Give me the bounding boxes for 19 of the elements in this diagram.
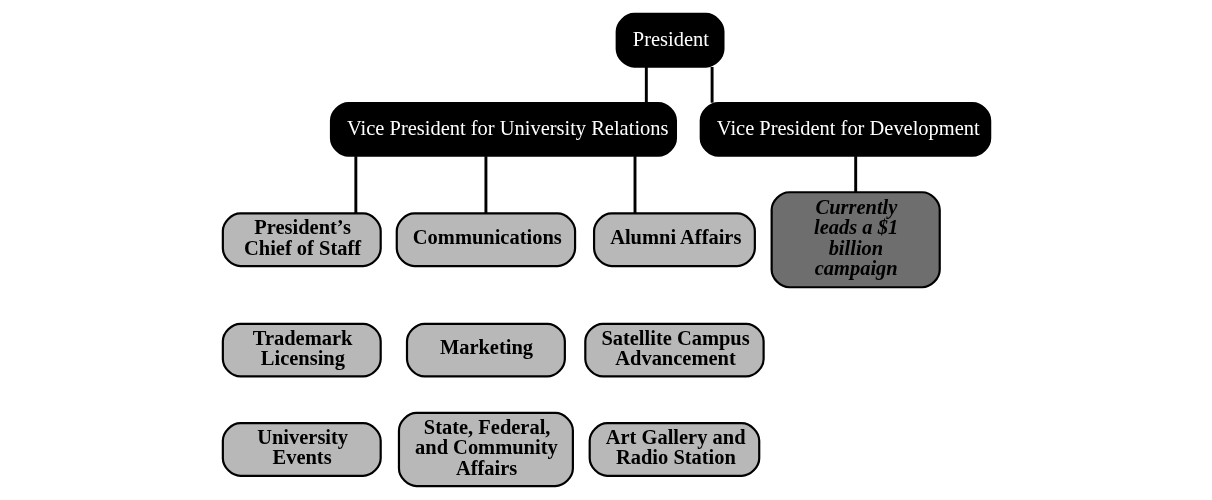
connector	[644, 67, 648, 103]
node-box: Trademark Licensing	[221, 322, 382, 378]
node-box: President’s Chief of Staff	[221, 212, 382, 268]
node-box: Marketing	[405, 322, 566, 378]
node-box: Vice President for Development	[699, 102, 991, 157]
node-box: Art Gallery and Radio Station	[588, 422, 760, 477]
node-box: Currently leads a $1 billion campaign	[770, 191, 941, 289]
connector	[853, 156, 857, 193]
node-box: State, Federal, and Community Affairs	[397, 411, 574, 488]
connector	[710, 67, 714, 103]
node-box: Communications	[395, 212, 576, 268]
node-box: Alumni Affairs	[592, 212, 756, 268]
connector	[353, 156, 357, 214]
node-box: Vice President for University Relations	[329, 102, 677, 157]
connector	[483, 156, 487, 214]
node-box: Satellite Campus Advancement	[583, 322, 765, 378]
node-box: President	[615, 12, 724, 68]
node-box: University Events	[221, 422, 382, 477]
connector	[633, 156, 636, 214]
